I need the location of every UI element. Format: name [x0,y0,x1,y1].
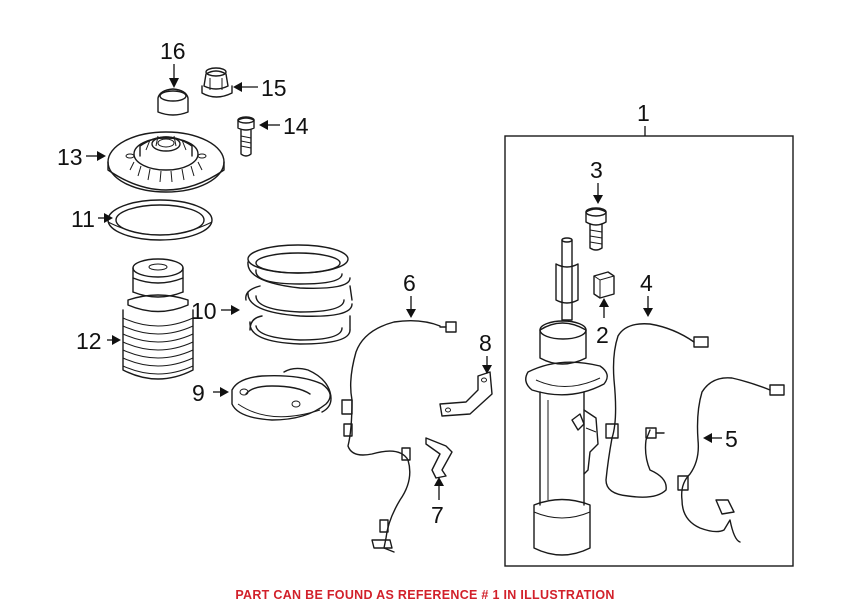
bolt-14 [237,116,255,157]
coil-spring-10 [245,244,353,345]
reference-note: PART CAN BE FOUND AS REFERENCE # 1 IN IL… [235,588,615,602]
cap-16 [157,88,189,116]
callout-5: 5 [725,426,738,452]
bump-stop-boot-12 [122,258,194,380]
callout-3: 3 [590,157,603,183]
callout-11: 11 [71,206,95,232]
callout-13: 13 [57,144,83,170]
callout-4: 4 [640,270,653,296]
seat-ring-11 [107,199,213,241]
sensor-wire-6 [341,319,457,553]
sensor-wire-4 [605,323,709,498]
assembly-box [504,135,794,567]
callout-12: 12 [76,328,102,354]
callout-16: 16 [160,38,186,64]
bushing-2 [593,271,615,299]
callout-1: 1 [637,100,650,126]
callout-14: 14 [283,113,309,139]
sensor-wire-5 [677,377,785,543]
strut-assembly-1 [525,237,608,556]
callout-6: 6 [403,270,416,296]
callout-8: 8 [479,330,492,356]
callout-15: 15 [261,75,287,101]
strut-mount-13 [107,131,225,193]
callout-7: 7 [431,502,444,528]
clip-7 [425,437,453,479]
bracket-8 [439,371,493,417]
bolt-3 [585,207,607,251]
spring-seat-9 [231,367,332,421]
callout-9: 9 [192,380,205,406]
callout-10: 10 [191,298,217,324]
callout-2: 2 [596,322,609,348]
nut-15 [201,67,233,98]
